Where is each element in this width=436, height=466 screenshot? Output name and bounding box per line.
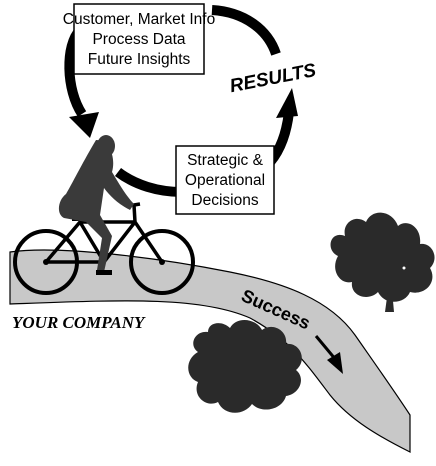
decisions-line-2: Operational <box>185 172 265 189</box>
up-arrowhead-icon <box>276 88 298 118</box>
insights-box: Customer, Market Info Process Data Futur… <box>63 3 215 75</box>
success-path <box>9 249 411 453</box>
decisions-box: Strategic & Operational Decisions <box>175 145 275 215</box>
success-arrow <box>314 335 343 374</box>
cyclist-illustration <box>13 135 195 295</box>
cycle-arrows <box>64 5 298 197</box>
insights-line-1: Customer, Market Info <box>63 11 215 28</box>
bush-lower <box>188 319 302 413</box>
insights-line-2: Process Data <box>92 31 185 48</box>
decisions-line-3: Decisions <box>191 192 258 209</box>
arrowhead-icon <box>327 352 343 374</box>
bush-right <box>330 212 435 312</box>
results-label: RESULTS <box>228 60 318 97</box>
decisions-line-1: Strategic & <box>187 152 263 169</box>
down-arrowhead-icon <box>69 112 99 138</box>
insights-line-3: Future Insights <box>88 51 191 68</box>
company-label: YOUR COMPANY <box>12 313 146 332</box>
